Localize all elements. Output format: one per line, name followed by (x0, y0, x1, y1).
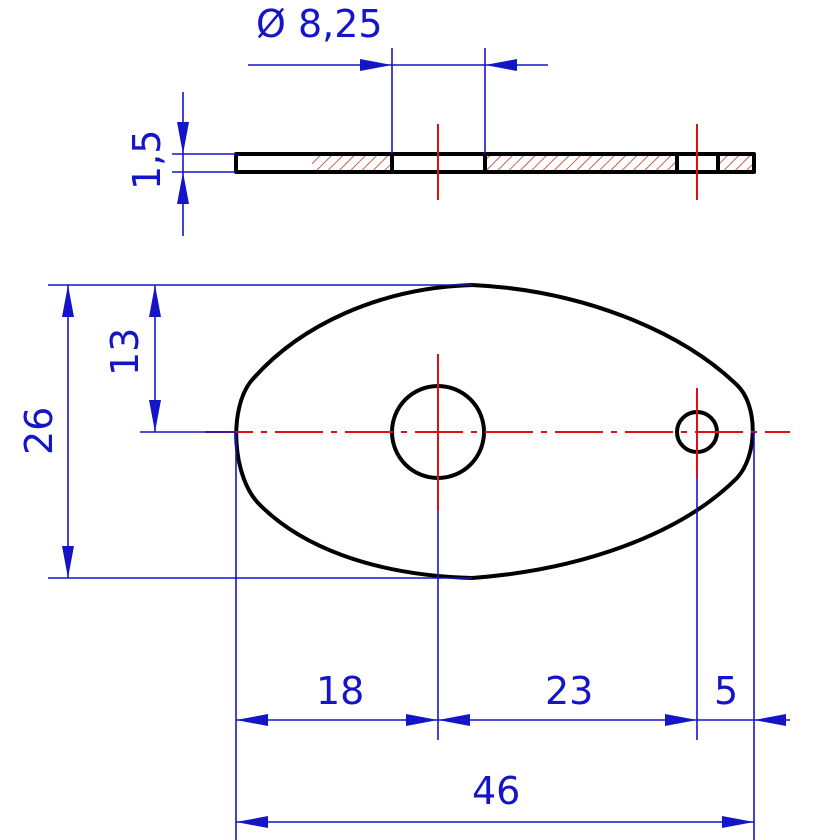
plate-side-outline (234, 152, 756, 174)
height-total-label: 26 (17, 407, 61, 455)
side-section-view: Ø 8,25 1,5 (125, 2, 756, 236)
height-half-dimension: 13 (103, 285, 236, 433)
height-total-dimension: 26 (17, 284, 472, 579)
hole-diameter-dimension: Ø 8,25 (248, 2, 548, 154)
thickness-label: 1,5 (125, 130, 169, 190)
total-width-label: 46 (472, 769, 520, 813)
left-to-center-label: 18 (316, 669, 364, 713)
section-hatch-left (312, 155, 390, 171)
hole-diameter-label: Ø 8,25 (256, 2, 383, 46)
total-width-dimension: 46 (236, 769, 754, 828)
height-half-label: 13 (103, 328, 147, 376)
left-to-center-dimension: 18 (236, 669, 438, 726)
front-view (205, 283, 790, 580)
small-hole-to-edge-dimension: 5 (697, 669, 790, 726)
plate-outline (234, 283, 755, 580)
section-hatch-right (718, 155, 754, 171)
section-hatch-middle (486, 155, 676, 171)
center-to-small-hole-dimension: 23 (438, 669, 697, 726)
center-to-small-hole-label: 23 (545, 669, 593, 713)
thickness-dimension: 1,5 (125, 92, 236, 236)
small-hole-to-edge-label: 5 (714, 669, 738, 713)
